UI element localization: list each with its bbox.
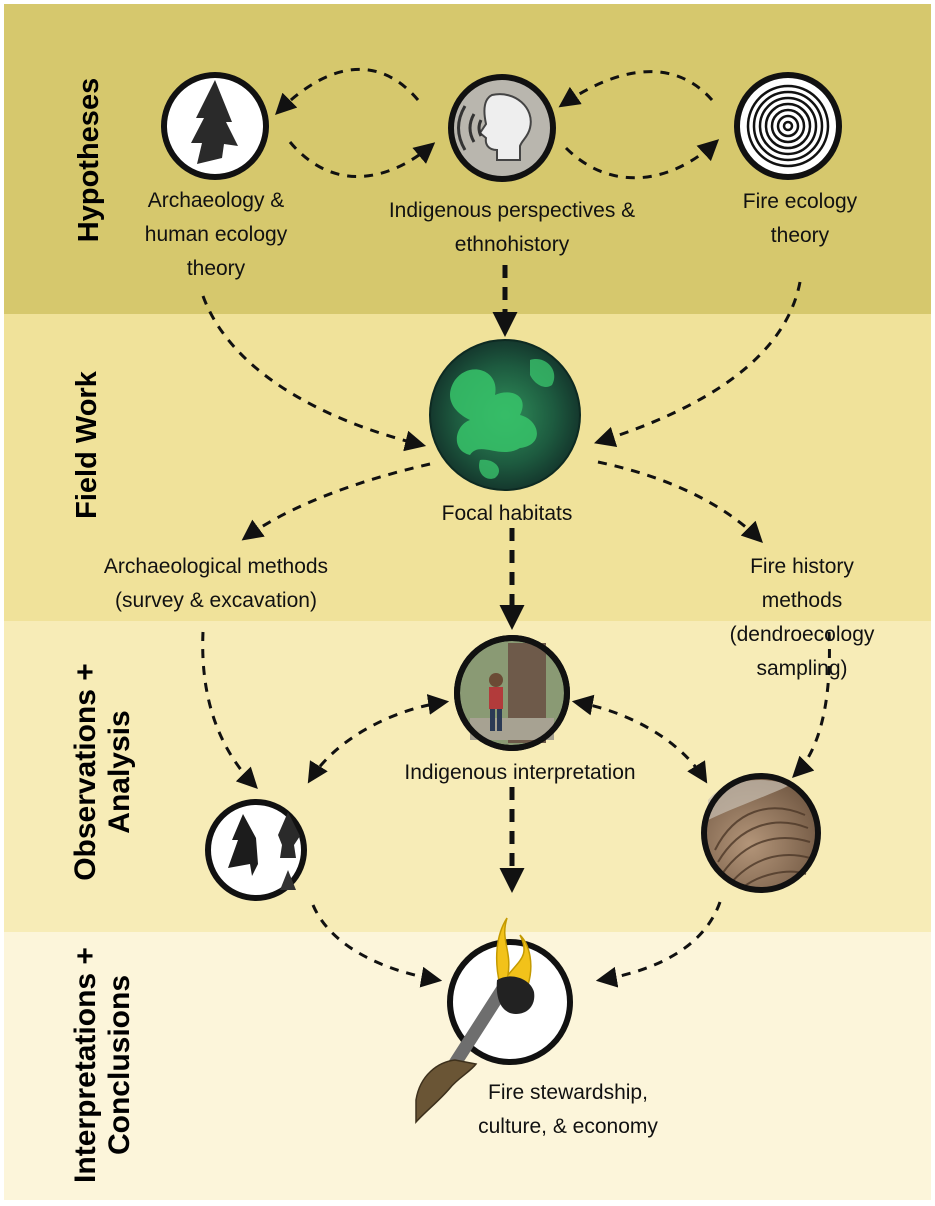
field-to-methods-arrows — [241, 460, 763, 630]
indigenous-interpretation-label: Indigenous interpretation — [404, 761, 636, 784]
focal-habitat-circle — [429, 339, 581, 491]
projectile-point-icon — [228, 814, 258, 876]
arrowhead-icon — [191, 80, 238, 164]
archaeological-methods-label: Archaeological methods (survey & excavat… — [103, 555, 329, 612]
archaeology-theory-label: Archaeology & human ecology theory — [144, 189, 288, 280]
conclusion-label: Fire stewardship, culture, & economy — [478, 1081, 658, 1138]
fire-ecology-theory-label: Fire ecology theory — [742, 190, 858, 247]
wood-cross-section-circle — [701, 773, 821, 893]
tree-rings-circle — [734, 72, 842, 180]
observation-arrows — [201, 631, 831, 790]
hypotheses-feedback-arrows — [275, 67, 720, 180]
speaking-head-icon — [478, 93, 532, 161]
stage-label-hypotheses: Hypotheses — [73, 78, 105, 242]
hypotheses-to-field-arrows — [201, 265, 802, 452]
flame-icon — [495, 917, 532, 986]
person-icon — [489, 673, 503, 687]
indigenous-perspectives-label: Indigenous perspectives & ethnohistory — [388, 199, 636, 256]
torch-circle — [415, 917, 573, 1124]
stage-label-observations: Observations + Analysis — [69, 663, 136, 881]
focal-habitats-label: Focal habitats — [441, 502, 573, 525]
arrowhead-circle — [161, 72, 269, 180]
voice-circle — [448, 74, 556, 182]
conclusion-arrows — [311, 901, 722, 988]
stage-label-interpretations: Interpretations + Conclusions — [69, 947, 136, 1183]
person-tree-circle — [454, 635, 570, 751]
torch-icon — [445, 983, 509, 1075]
fire-history-methods-label: Fire history methods (dendroecology samp… — [729, 555, 875, 680]
tree-rings-icon — [746, 84, 830, 168]
hand-icon — [415, 1059, 478, 1124]
points-circle — [205, 799, 307, 901]
stage-label-field-work: Field Work — [71, 370, 103, 519]
